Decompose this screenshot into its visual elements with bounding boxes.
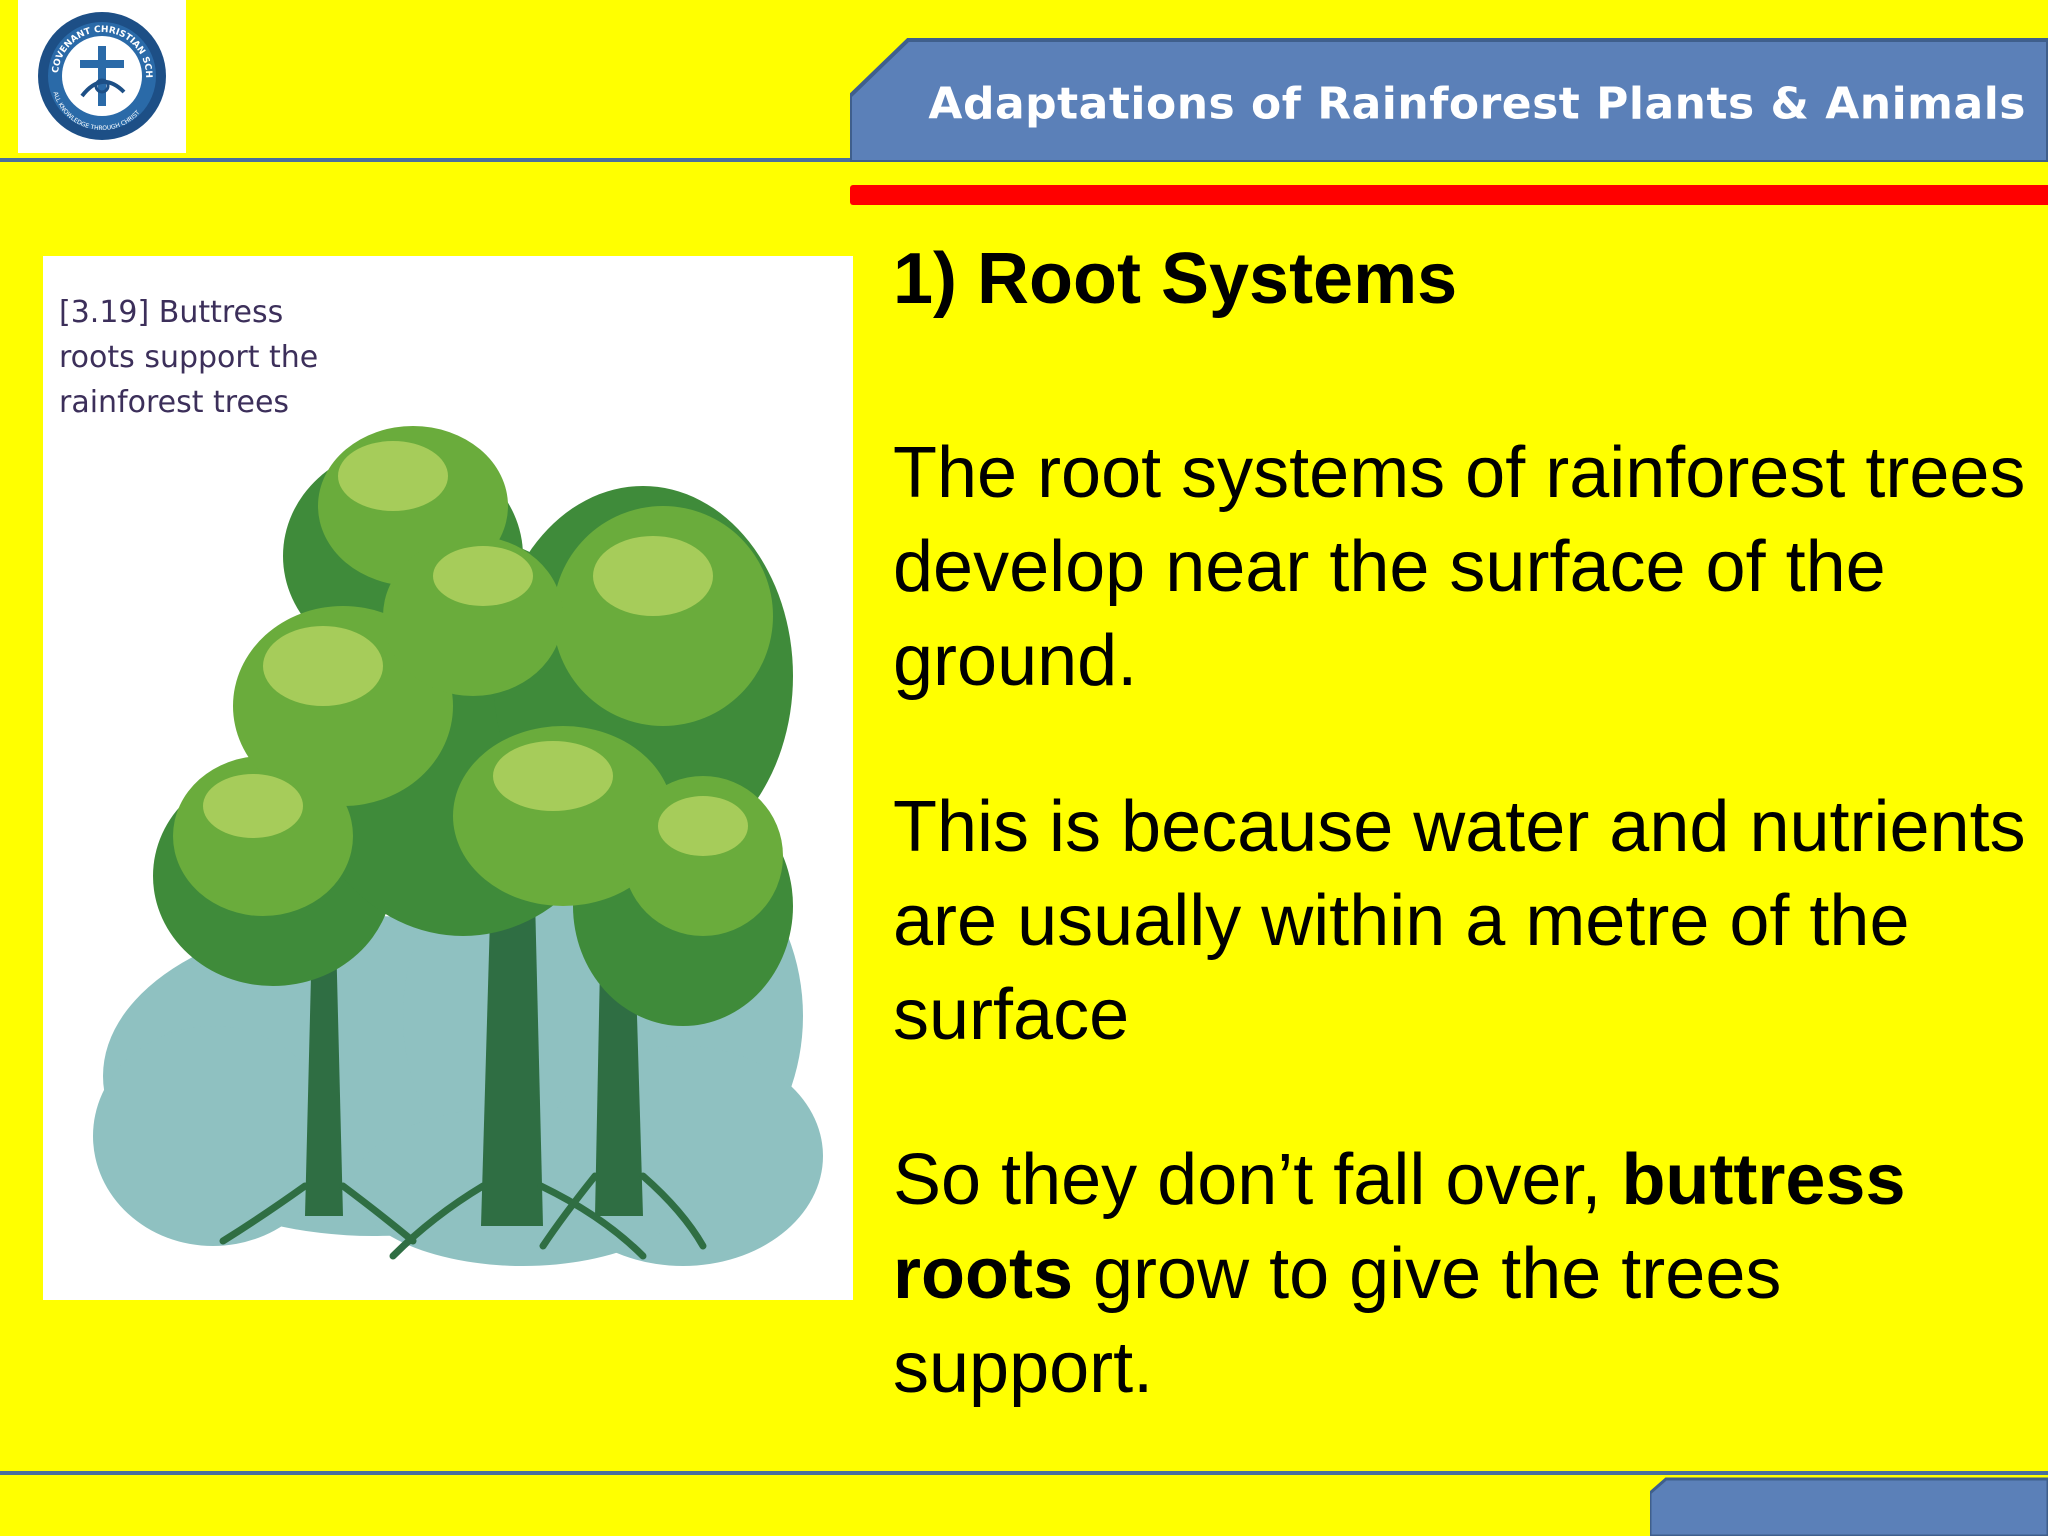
school-crest-icon: COVENANT CHRISTIAN SCHOOL ALL KNOWLEDGE … bbox=[18, 0, 166, 140]
paragraph-water-nutrients: This is because water and nutrients are … bbox=[893, 787, 2026, 1055]
section-heading: 1) Root Systems bbox=[893, 239, 1458, 319]
footer-tab bbox=[1650, 1477, 2048, 1536]
rainforest-trees-illustration bbox=[93, 426, 823, 1266]
figure-caption: [3.19] Buttress roots support the rainfo… bbox=[59, 295, 319, 420]
paragraph-buttress-roots: So they don’t fall over, buttress roots … bbox=[893, 1133, 2033, 1415]
paragraph-root-systems: The root systems of rainforest trees dev… bbox=[893, 433, 2026, 701]
paragraph-buttress-text-start: So they don’t fall over, bbox=[893, 1140, 1622, 1220]
title-tab bbox=[850, 38, 2048, 162]
accent-bar bbox=[850, 185, 2048, 205]
paragraph-buttress-text-end: grow to give the trees support. bbox=[893, 1234, 1782, 1408]
buttress-roots-term: buttress roots bbox=[893, 1140, 1906, 1314]
figure-panel: [3.19] Buttress roots support the rainfo… bbox=[43, 256, 853, 1300]
school-logo: COVENANT CHRISTIAN SCHOOL ALL KNOWLEDGE … bbox=[18, 0, 186, 153]
page-title: Adaptations of Rainforest Plants & Anima… bbox=[928, 78, 2026, 130]
footer-divider bbox=[0, 1471, 2048, 1475]
